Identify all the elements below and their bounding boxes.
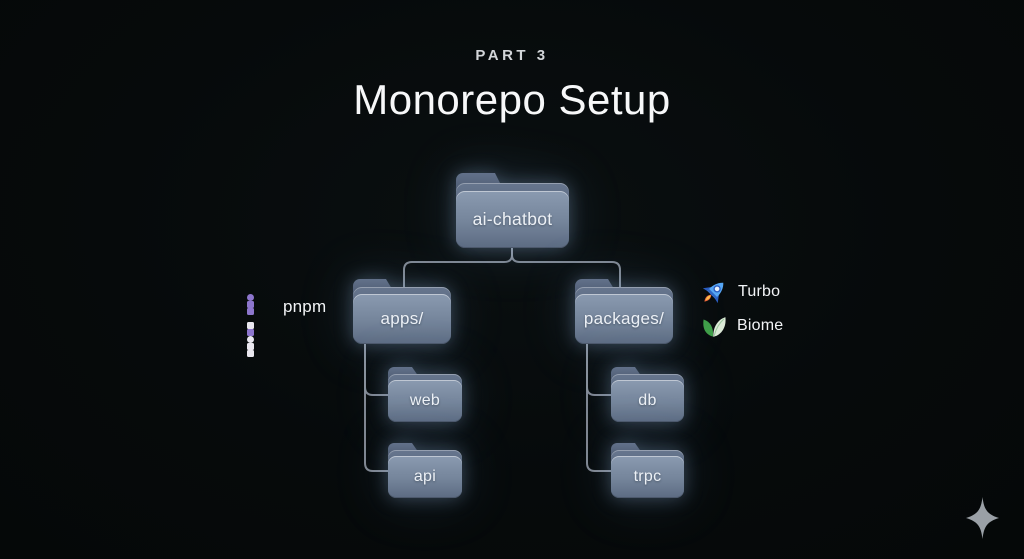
folder-label: web bbox=[409, 392, 441, 409]
tool-label: pnpm bbox=[283, 297, 327, 316]
folder-ai-chatbot: ai-chatbot bbox=[456, 173, 569, 248]
folder-web: web bbox=[388, 367, 462, 422]
rocket-icon bbox=[702, 282, 724, 304]
folder-front: db bbox=[611, 380, 684, 422]
folder-front: api bbox=[388, 456, 462, 498]
folder-label: db bbox=[638, 392, 657, 409]
folder-db: db bbox=[611, 367, 684, 422]
sparkle-icon bbox=[966, 497, 999, 539]
connector-line bbox=[364, 334, 393, 472]
connector-line bbox=[511, 247, 621, 293]
tool-label: Turbo bbox=[738, 283, 781, 300]
leaves-icon bbox=[703, 317, 726, 337]
folder-apps: apps/ bbox=[353, 279, 451, 344]
folder-label: packages/ bbox=[583, 309, 665, 328]
part-label: PART 3 bbox=[475, 47, 549, 64]
folder-packages: packages/ bbox=[575, 279, 673, 344]
page-title: Monorepo Setup bbox=[353, 76, 671, 123]
tool-turbo: Turbo bbox=[700, 278, 780, 306]
folder-label: apps/ bbox=[380, 309, 424, 328]
folder-label: ai-chatbot bbox=[472, 209, 553, 229]
folder-front: apps/ bbox=[353, 294, 451, 344]
folder-label: api bbox=[413, 468, 437, 485]
folder-front: packages/ bbox=[575, 294, 673, 344]
connector-line bbox=[586, 334, 615, 396]
tool-biome: Biome bbox=[701, 313, 783, 339]
folder-front: ai-chatbot bbox=[456, 191, 569, 248]
tool-pnpm: pnpm bbox=[247, 294, 327, 357]
folder-trpc: trpc bbox=[611, 443, 684, 498]
connector-line bbox=[586, 334, 615, 472]
folder-label: trpc bbox=[633, 468, 662, 485]
tool-label: Biome bbox=[737, 317, 784, 334]
folder-front: web bbox=[388, 380, 462, 422]
folder-front: trpc bbox=[611, 456, 684, 498]
pnpm-grid-icon bbox=[247, 294, 273, 357]
folder-api: api bbox=[388, 443, 462, 498]
